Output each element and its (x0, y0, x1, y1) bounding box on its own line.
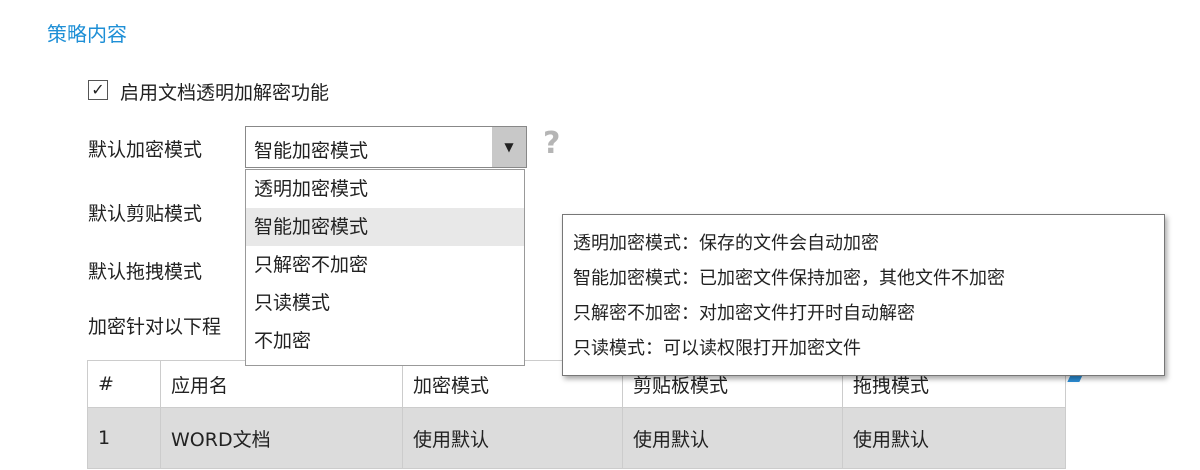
table-row[interactable]: 1 WORD文档 使用默认 使用默认 使用默认 (87, 407, 1066, 469)
dropdown-option[interactable]: 只解密不加密 (254, 254, 369, 276)
cell-clipboard-mode: 使用默认 (622, 407, 843, 469)
dropdown-option[interactable]: 透明加密模式 (254, 178, 369, 200)
table-header: # 应用名 加密模式 剪贴板模式 拖拽模式 (87, 360, 1066, 408)
cell-app-name: WORD文档 (160, 407, 403, 469)
enable-checkbox-label: 启用文档透明加解密功能 (120, 82, 330, 104)
chevron-down-icon[interactable]: ▼ (492, 127, 526, 167)
header-index: # (87, 360, 161, 408)
enable-checkbox[interactable]: ✓ (88, 80, 108, 100)
encrypt-mode-dropdown: 透明加密模式 智能加密模式 只解密不加密 只读模式 不加密 (245, 169, 525, 366)
header-app-name: 应用名 (160, 360, 403, 408)
section-title: 策略内容 (47, 22, 127, 46)
tooltip-line: 智能加密模式：已加密文件保持加密，其他文件不加密 (573, 268, 1005, 289)
dropdown-option-selected[interactable]: 智能加密模式 (246, 208, 524, 246)
encrypt-mode-select[interactable]: 智能加密模式 ▼ (245, 126, 527, 168)
tooltip-line: 只解密不加密：对加密文件打开时自动解密 (573, 303, 915, 324)
target-programs-label: 加密针对以下程 (88, 316, 222, 338)
cell-drag-mode: 使用默认 (842, 407, 1066, 469)
help-icon[interactable]: ? (543, 126, 561, 161)
cell-index: 1 (87, 407, 161, 469)
tooltip-line: 透明加密模式：保存的文件会自动加密 (573, 233, 879, 254)
help-tooltip: 透明加密模式：保存的文件会自动加密 智能加密模式：已加密文件保持加密，其他文件不… (562, 214, 1165, 376)
dropdown-option[interactable]: 不加密 (254, 330, 312, 352)
encrypt-mode-label: 默认加密模式 (88, 139, 203, 161)
tooltip-line: 只读模式：可以读权限打开加密文件 (573, 338, 861, 359)
drag-mode-label: 默认拖拽模式 (88, 261, 203, 283)
program-table: # 应用名 加密模式 剪贴板模式 拖拽模式 1 WORD文档 使用默认 使用默认… (87, 360, 1066, 469)
cell-encrypt-mode: 使用默认 (402, 407, 623, 469)
select-value: 智能加密模式 (254, 140, 369, 162)
clipboard-mode-label: 默认剪贴模式 (88, 203, 203, 225)
dropdown-option[interactable]: 只读模式 (254, 292, 331, 314)
